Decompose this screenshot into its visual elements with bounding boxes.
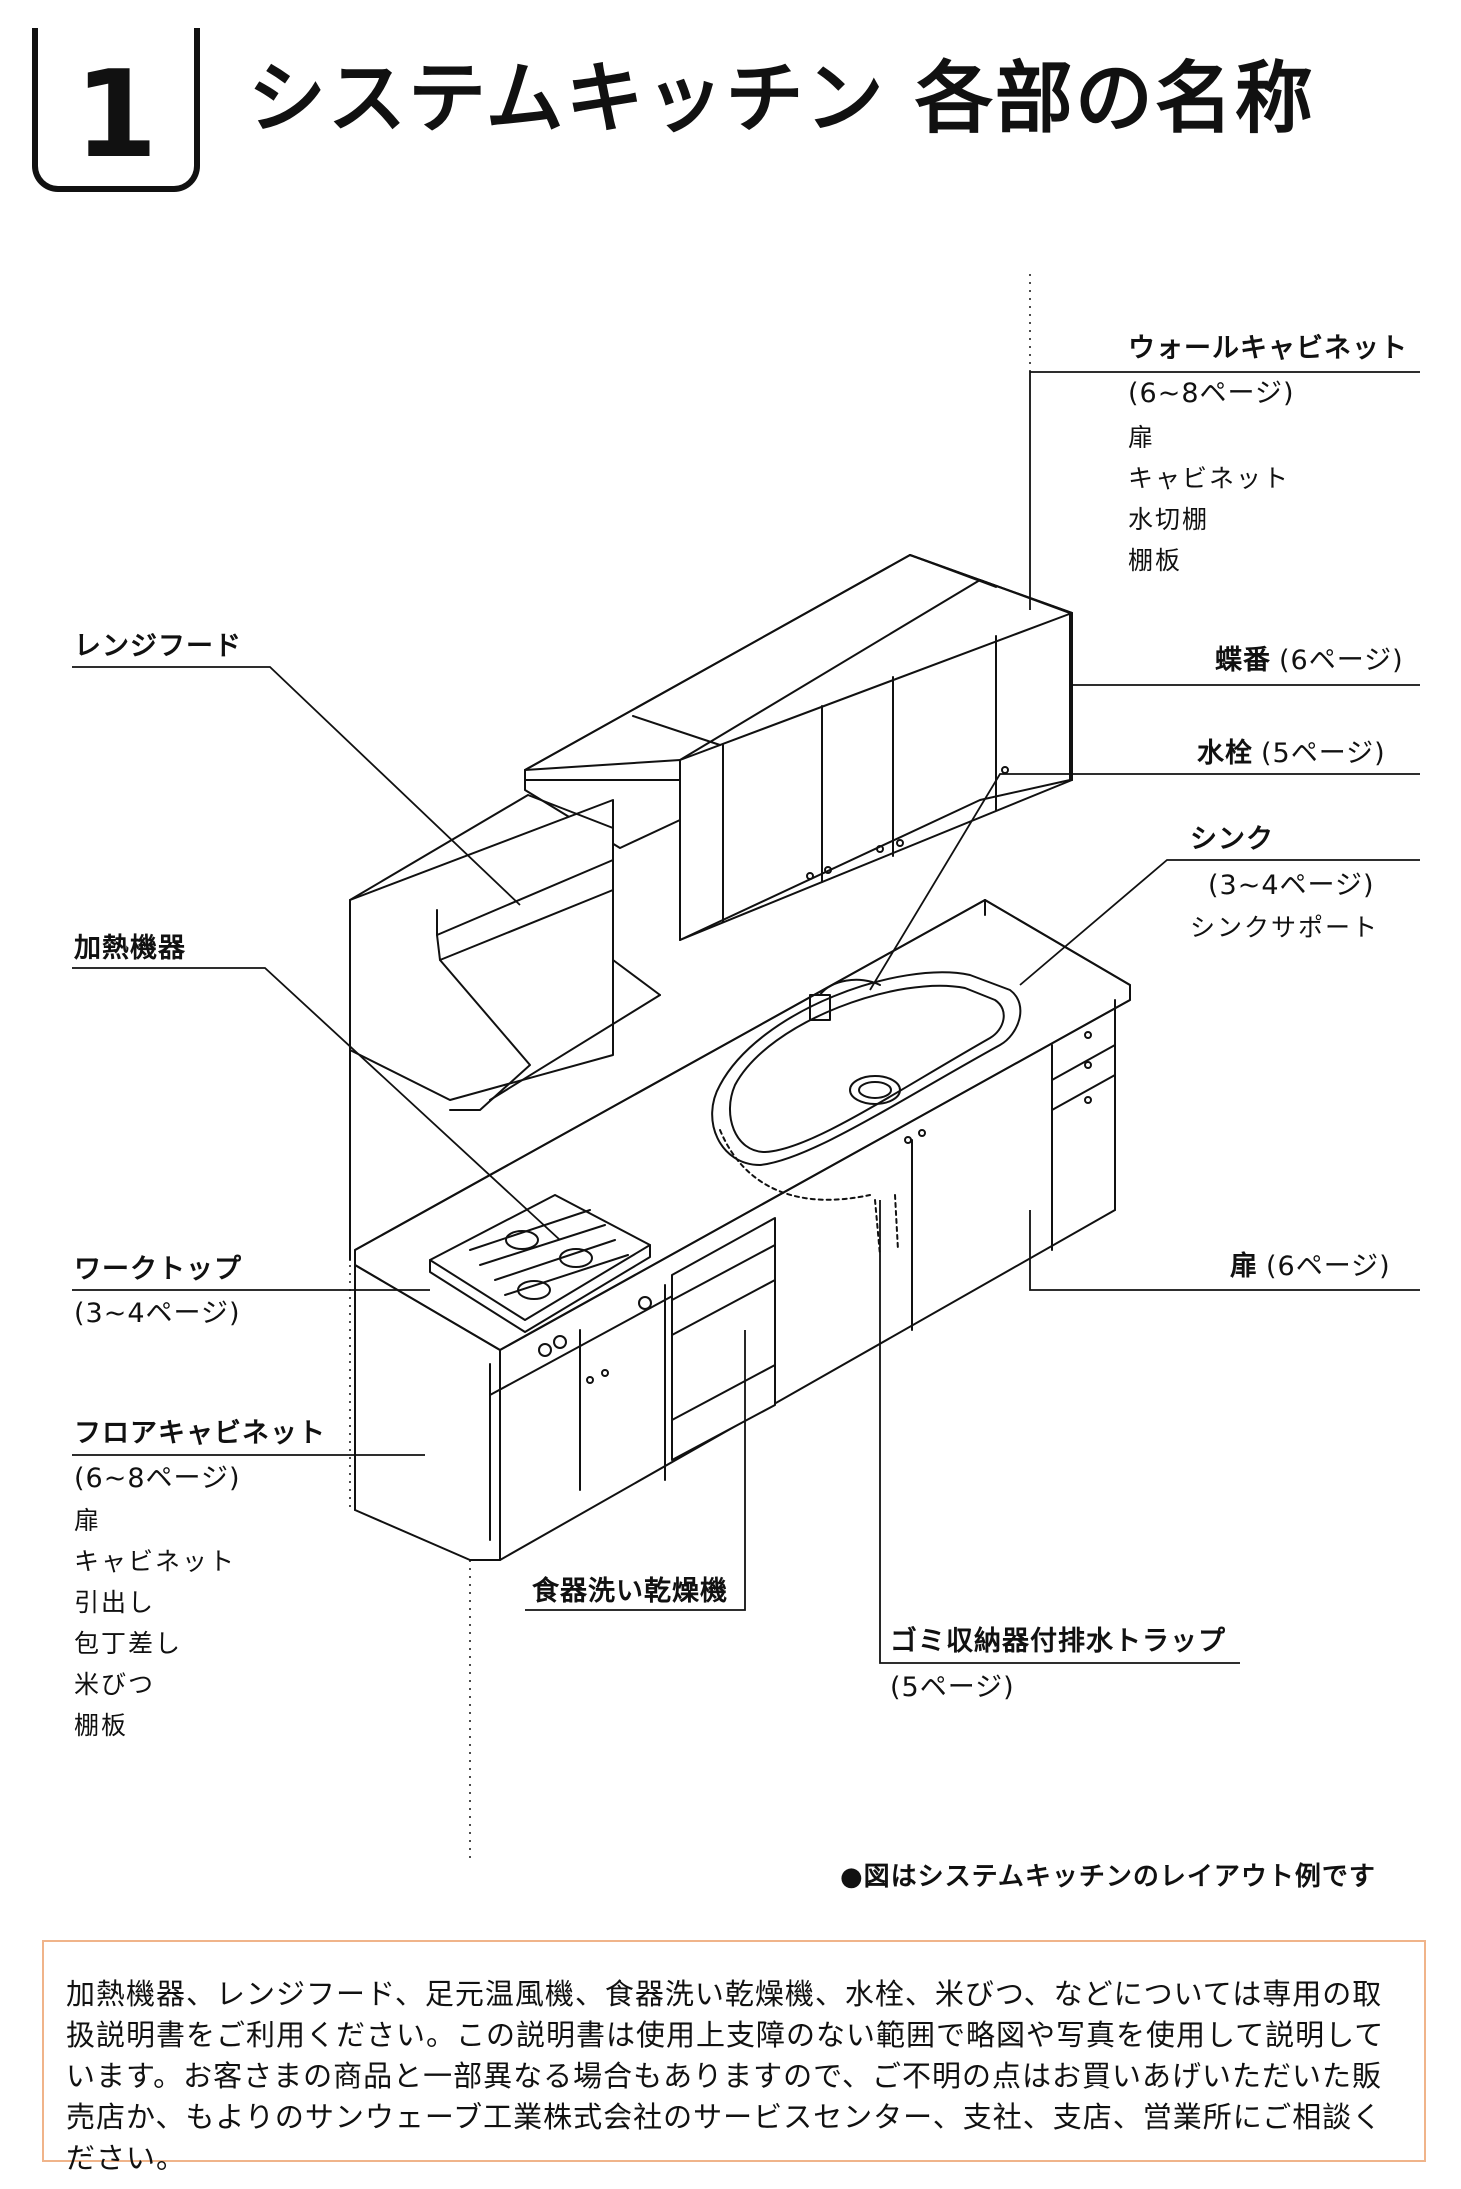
label-range-hood: レンジフード <box>74 631 242 662</box>
label-trap: ゴミ収納器付排水トラップ <box>890 1626 1226 1657</box>
floor-cabinet-part: 米びつ <box>74 1670 156 1699</box>
page-title: システムキッチン 各部の名称 <box>248 54 1315 144</box>
label-worktop-pages: (3~4ページ) <box>74 1298 241 1329</box>
sink-part: シンクサポート <box>1190 913 1380 942</box>
floor-cabinet-part: 包丁差し <box>74 1629 183 1658</box>
label-door-name: 扉 <box>1230 1251 1258 1282</box>
label-dishwasher: 食器洗い乾燥機 <box>532 1576 728 1607</box>
layout-note: ●図はシステムキッチンのレイアウト例です <box>840 1862 1376 1892</box>
label-wall-cabinet: ウォールキャビネット <box>1128 333 1408 364</box>
cooktop-drawing <box>429 1194 651 1333</box>
label-wall-cabinet-pages: (6~8ページ) <box>1128 378 1295 409</box>
label-worktop: ワークトップ <box>74 1254 242 1285</box>
label-faucet: 水栓 (5ページ) <box>1197 740 1386 767</box>
label-door-pages: (6ページ) <box>1266 1251 1391 1282</box>
label-floor-cabinet: フロアキャビネット <box>74 1418 326 1449</box>
notice-box: 加熱機器、レンジフード、足元温風機、食器洗い乾燥機、水栓、米びつ、などについては… <box>42 1940 1426 2175</box>
label-sink: シンク <box>1190 824 1274 855</box>
wall-cabinet-drawing <box>524 554 1073 941</box>
floor-cabinet-part: 棚板 <box>74 1711 129 1740</box>
label-hinge-pages: (6ページ) <box>1279 645 1404 676</box>
label-hinge-name: 蝶番 <box>1215 645 1271 676</box>
label-hinge: 蝶番 (6ページ) <box>1215 647 1404 674</box>
section-number-badge: 1 <box>32 28 200 192</box>
label-door: 扉 (6ページ) <box>1230 1253 1391 1280</box>
dishwasher-drawing <box>671 1217 776 1461</box>
label-floor-cabinet-pages: (6~8ページ) <box>74 1463 241 1494</box>
label-faucet-pages: (5ページ) <box>1261 738 1386 769</box>
wall-cabinet-part: キャビネット <box>1128 464 1291 493</box>
wall-cabinet-part: 水切棚 <box>1128 505 1210 534</box>
label-faucet-name: 水栓 <box>1197 738 1253 769</box>
label-sink-pages: (3~4ページ) <box>1208 870 1375 901</box>
sink-drawing <box>711 971 1022 1256</box>
notice-text: 加熱機器、レンジフード、足元温風機、食器洗い乾燥機、水栓、米びつ、などについては… <box>66 1977 1385 2175</box>
floor-cabinet-part: キャビネット <box>74 1547 237 1576</box>
wall-cabinet-part: 扉 <box>1128 423 1156 452</box>
floor-cabinet-part: 扉 <box>74 1506 102 1535</box>
section-number: 1 <box>74 46 158 185</box>
label-heater: 加熱機器 <box>74 933 186 964</box>
range-hood-drawing <box>349 794 661 1261</box>
floor-cabinet-part: 引出し <box>74 1588 156 1617</box>
wall-cabinet-part: 棚板 <box>1128 546 1183 575</box>
label-trap-pages: (5ページ) <box>890 1672 1015 1703</box>
